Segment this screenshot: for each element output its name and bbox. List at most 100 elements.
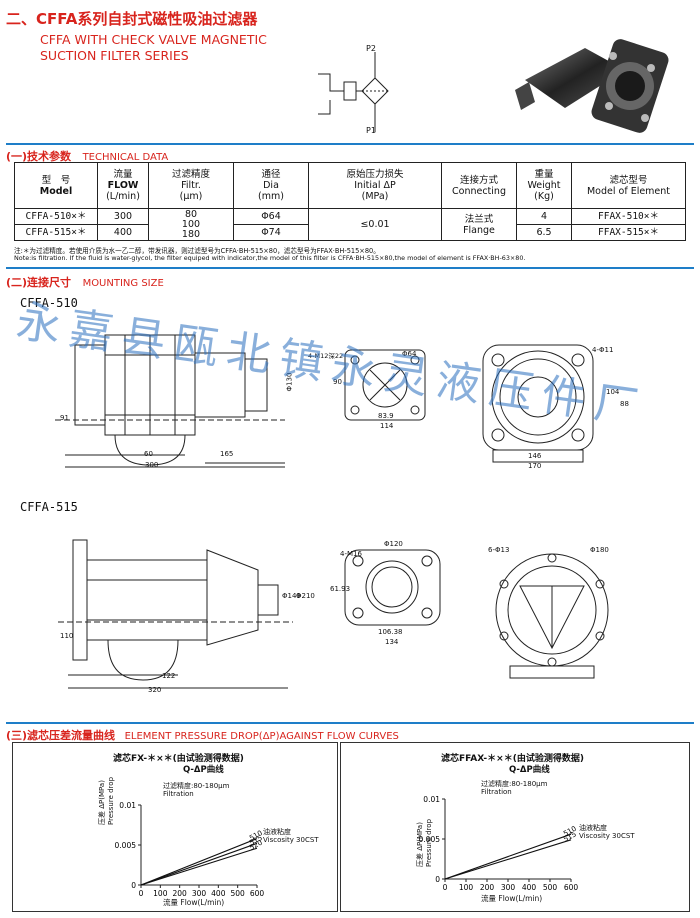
dim-510-114: 114	[380, 422, 394, 430]
series-line-515	[444, 839, 572, 880]
th-dia-en: Dia	[263, 180, 279, 191]
y-tick-label: 0.005	[419, 835, 441, 844]
chart-fx-subtitle: Q-ΔP曲线	[183, 765, 224, 775]
x-tick-label: 400	[522, 883, 537, 892]
th-element-cn: 滤芯型号	[609, 174, 648, 186]
drawing-515-side-view	[58, 539, 293, 689]
x-tick-label: 0	[443, 883, 448, 892]
drawing-510-flange	[344, 349, 426, 421]
dim-515-120: Φ120	[384, 540, 403, 548]
chart-ffax-subtitle: Q-ΔP曲线	[509, 765, 550, 775]
th-filtr-unit: (μm)	[179, 191, 203, 202]
y-tick-label: 0.01	[119, 801, 136, 810]
chart-fx-xlabel: 流量 Flow(L/min)	[163, 898, 225, 907]
y-tick-label: 0.005	[115, 841, 137, 850]
section1-title-cn: (一)技术参数	[6, 150, 72, 163]
drawing-510-side-view	[55, 334, 285, 468]
th-pressure-cn: 原始压力损失	[346, 169, 404, 180]
y-tick-label: 0	[435, 875, 440, 884]
dim-515-180: Φ180	[590, 546, 609, 554]
th-filtr-en: Filtr.	[181, 180, 201, 191]
drawing-515-front	[495, 553, 609, 679]
dim-515-bolt: 4-M16	[340, 550, 362, 558]
section3-title-cn: (三)滤芯压差流量曲线	[6, 729, 116, 742]
cell-weight: 4	[516, 208, 572, 225]
dim-510-839: 83.9	[378, 412, 394, 420]
symbol-p2-label: P2	[366, 44, 376, 53]
dim-515-210: Φ210	[296, 592, 315, 600]
dim-510-104: 104	[606, 388, 620, 396]
dim-510-60: 60	[144, 450, 153, 458]
cell-filtr-2: 100	[181, 218, 201, 230]
symbol-p1-label: P1	[366, 126, 376, 135]
cell-filtr-1: 80	[184, 208, 198, 220]
dim-515-134: 134	[385, 638, 399, 646]
th-pressure-en: Initial ΔP	[354, 180, 396, 191]
th-dia-cn: 通径	[261, 169, 281, 180]
cell-element: FFAX-515×＊	[571, 224, 686, 241]
cell-dia: Φ64	[233, 208, 309, 225]
chart-ffax-viscosity-cn: 油液粘度	[579, 824, 607, 832]
chart-fx-viscosity-en: Viscosity 30CST	[263, 836, 319, 844]
chart-panel-fx: 滤芯FX-＊×＊(由试验测得数据) Q-ΔP曲线 过滤精度:80-180μm F…	[12, 742, 338, 912]
x-tick-label: 200	[480, 883, 495, 892]
cell-flow: 400	[97, 224, 149, 241]
x-tick-label: 0	[139, 889, 144, 898]
dim-515-110: 110	[60, 632, 74, 640]
section2-title-en: MOUNTING SIZE	[82, 278, 164, 289]
th-flow-en: FLOW	[107, 180, 139, 191]
x-tick-label: 600	[564, 883, 579, 892]
chart-ffax-xlabel: 流量 Flow(L/min)	[481, 894, 543, 903]
dim-515-320: 320	[148, 686, 162, 694]
page-subtitle-en-1: CFFA WITH CHECK VALVE MAGNETIC	[40, 32, 267, 47]
x-tick-label: 400	[211, 889, 226, 898]
th-weight-cn: 重量	[534, 169, 554, 180]
drawing-510-label: CFFA-510	[20, 296, 78, 310]
page-title: 二、CFFA系列自封式磁性吸油过滤器	[6, 10, 258, 28]
section3-title-en: ELEMENT PRESSURE DROP(ΔP)AGAINST FLOW CU…	[124, 731, 399, 742]
dim-515-6193: 61.93	[330, 585, 351, 593]
cell-model: CFFA-515×＊	[14, 224, 98, 241]
th-dia-unit: (mm)	[258, 191, 284, 202]
dim-510-64: Φ64	[402, 350, 417, 358]
x-tick-label: 300	[192, 889, 207, 898]
cell-connecting-en: Flange	[463, 224, 495, 236]
dim-510-300: 300	[145, 461, 159, 469]
cell-model: CFFA-510×＊	[14, 208, 98, 225]
th-element-en: Model of Element	[586, 185, 671, 197]
dim-515-122: 122	[162, 672, 176, 680]
th-flow-cn: 流量	[113, 169, 133, 180]
cell-flow: 300	[97, 208, 149, 225]
chart-panel-ffax: 滤芯FFAX-＊×＊(由试验测得数据) Q-ΔP曲线 过滤精度:80-180μm…	[340, 742, 690, 912]
series-line-515	[140, 842, 258, 886]
dim-510-165: 165	[220, 450, 234, 458]
th-weight-en: Weight	[527, 180, 561, 191]
x-tick-label: 500	[543, 883, 558, 892]
chart-fx-viscosity-cn: 油液粘度	[263, 828, 291, 836]
dim-510-bolt: 4-M12深22	[308, 352, 344, 360]
series-line-510	[140, 838, 258, 886]
hydraulic-symbol	[318, 52, 389, 132]
cell-pressure: ≤0.01	[308, 208, 442, 241]
drawing-510-front	[482, 344, 594, 463]
chart-ffax-note-cn: 过滤精度:80-180μm	[481, 780, 548, 788]
drawing-515-label: CFFA-515	[20, 500, 78, 514]
x-tick-label: 500	[231, 889, 246, 898]
dim-510-88: 88	[620, 400, 629, 408]
y-tick-label: 0	[131, 881, 136, 890]
th-weight-unit: (Kg)	[534, 191, 554, 202]
dim-515-10638: 106.38	[378, 628, 403, 636]
cell-connecting-cn: 法兰式	[464, 213, 494, 225]
x-tick-label: 200	[173, 889, 188, 898]
dim-515-149: Φ149	[282, 592, 301, 600]
x-tick-label: 100	[459, 883, 474, 892]
th-flow-unit: (L/min)	[106, 191, 140, 202]
table-row: CFFA-515×＊ 400 Φ74 6.5 FFAX-515×＊	[14, 224, 686, 241]
x-tick-label: 100	[153, 889, 168, 898]
th-model-cn: 型 号	[41, 174, 71, 186]
dim-510-170: 170	[528, 462, 542, 470]
page-subtitle-en-2: SUCTION FILTER SERIES	[40, 48, 189, 63]
chart-ffax-title: 滤芯FFAX-＊×＊(由试验测得数据)	[441, 754, 584, 764]
